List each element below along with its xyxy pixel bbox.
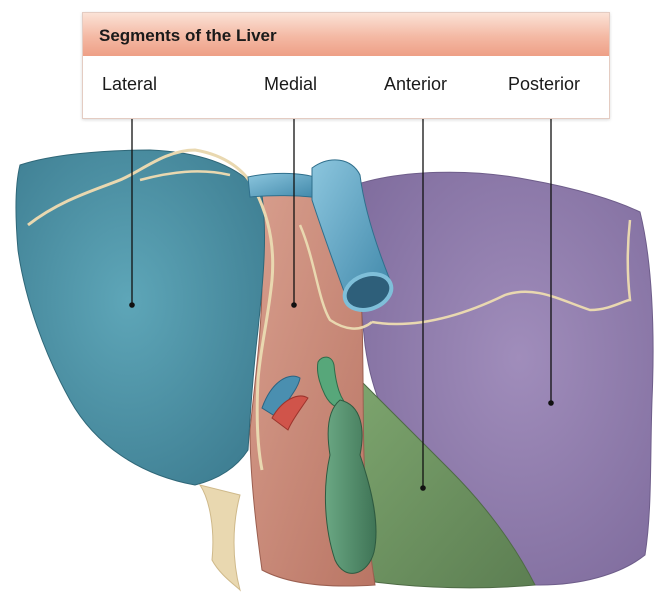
leader-anterior-dot [420,485,426,491]
label-medial: Medial [264,74,317,95]
lateral-segment [16,150,265,485]
vena-cava-horizontal [248,173,318,198]
segments-label-box: Segments of the Liver [82,12,610,119]
leader-medial-dot [291,302,297,308]
leader-lateral-dot [129,302,135,308]
leader-posterior-dot [548,400,554,406]
label-anterior: Anterior [384,74,447,95]
label-box-header: Segments of the Liver [83,13,609,56]
ligament-lower [200,485,240,590]
label-lateral: Lateral [102,74,157,95]
figure-title: Segments of the Liver [99,26,277,46]
label-posterior: Posterior [508,74,580,95]
